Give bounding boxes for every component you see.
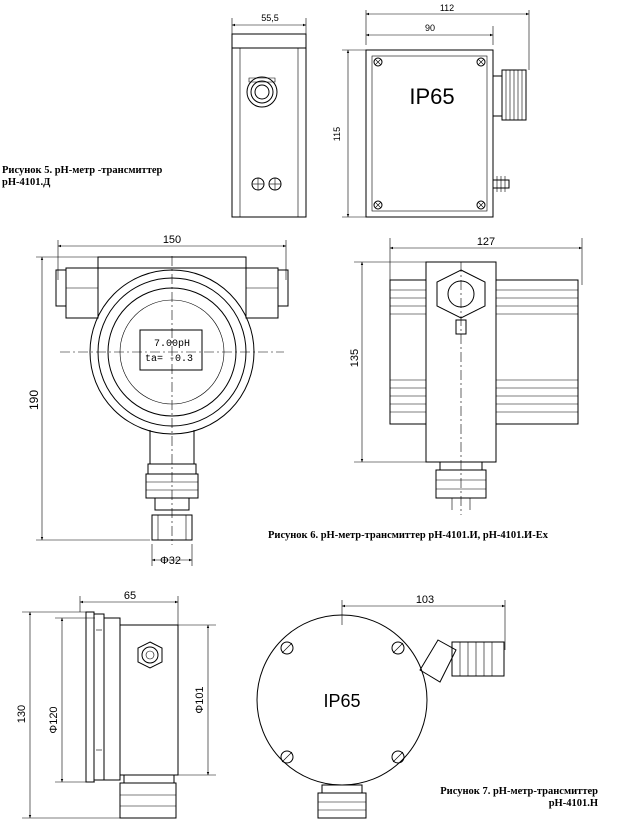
fig5-dim-width: 55,5 (261, 13, 279, 23)
fig5-front-view: 55,5 (231, 13, 307, 218)
fig5-dim-body: 90 (425, 23, 435, 33)
fig7-caption-line1: Рисунок 7. pH-метр-трансмиттер (440, 786, 598, 797)
fig6-caption: Рисунок 6. pH-метр-трансмиттер pH-4101.И… (268, 530, 548, 542)
fig7-dim-depth: 65 (124, 590, 136, 602)
fig5-dim-height: 115 (332, 127, 342, 141)
fig5-dim-total: 112 (440, 3, 454, 13)
fig7-dim-inner-diameter: Φ101 (194, 686, 206, 713)
fig7-dim-width: 103 (416, 594, 434, 606)
fig5-caption: Рисунок 5. pH-метр -трансмиттер pH-4101.… (2, 165, 162, 189)
fig7-side-view: 65 130 Φ120 Φ101 (16, 590, 216, 819)
fig5-caption-line2: pH-4101.Д (2, 177, 51, 188)
fig6-dim-side-height: 135 (349, 349, 361, 367)
fig6-front-view: 150 190 7.00pH ta= -0.3 (27, 234, 289, 567)
fig6-display-ph: 7.00pH (154, 339, 190, 350)
fig7-rating-label: IP65 (323, 691, 360, 711)
fig6-side-view: 127 135 (349, 236, 583, 515)
fig7-dim-height: 130 (16, 705, 28, 723)
fig5-rating-label: IP65 (409, 84, 454, 109)
fig5-side-view: 112 90 115 IP65 (332, 3, 530, 218)
fig6-dim-side-width: 127 (477, 236, 495, 248)
fig6-dim-width: 150 (163, 234, 181, 246)
fig7-front-view: 103 IP65 (256, 594, 506, 819)
fig7-caption-line2: pH-4101.Н (548, 798, 598, 809)
fig6-dim-height: 190 (27, 390, 41, 410)
fig7-caption: Рисунок 7. pH-метр-трансмиттер pH-4101.Н (410, 786, 598, 810)
fig6-dim-diameter: Φ32 (160, 555, 181, 567)
fig5-caption-line1: Рисунок 5. pH-метр -трансмиттер (2, 165, 163, 176)
fig7-dim-outer-diameter: Φ120 (48, 706, 60, 733)
fig6-display-temp: ta= -0.3 (145, 354, 193, 365)
fig6-caption-line: Рисунок 6. pH-метр-трансмиттер pH-4101.И… (268, 530, 548, 541)
